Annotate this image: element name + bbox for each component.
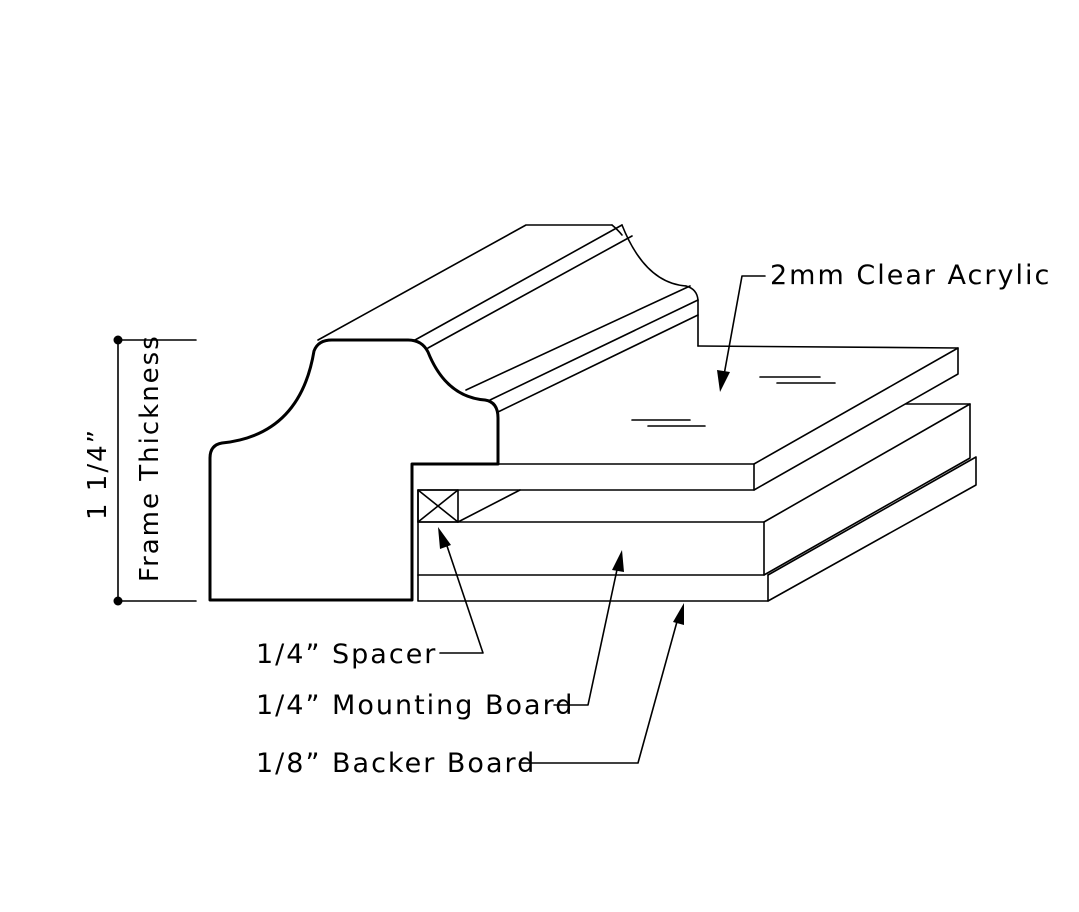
dimension-dot-top	[113, 335, 123, 345]
frame-profile-section	[208, 338, 500, 602]
spacer-box	[417, 489, 459, 523]
label-spacer: 1/4” Spacer	[256, 639, 437, 670]
label-acrylic: 2mm Clear Acrylic	[770, 260, 1051, 291]
label-backer-board: 1/8” Backer Board	[256, 748, 536, 779]
backer-board	[417, 456, 977, 602]
acrylic-sheet	[417, 345, 959, 491]
label-mounting-board: 1/4” Mounting Board	[256, 690, 574, 721]
leader-mounting-board	[553, 550, 624, 706]
dimension-value: 1 1/4”	[83, 428, 113, 520]
dimension-dot-bottom	[113, 596, 123, 606]
leader-spacer	[438, 527, 484, 654]
leader-backer-board	[519, 603, 684, 764]
leader-acrylic	[717, 275, 766, 392]
dimension-caption: Frame Thickness	[135, 334, 165, 582]
frame-molding-body	[317, 224, 699, 413]
thickness-dimension-line	[113, 335, 197, 606]
spacer-and-mounting-board	[417, 403, 971, 576]
